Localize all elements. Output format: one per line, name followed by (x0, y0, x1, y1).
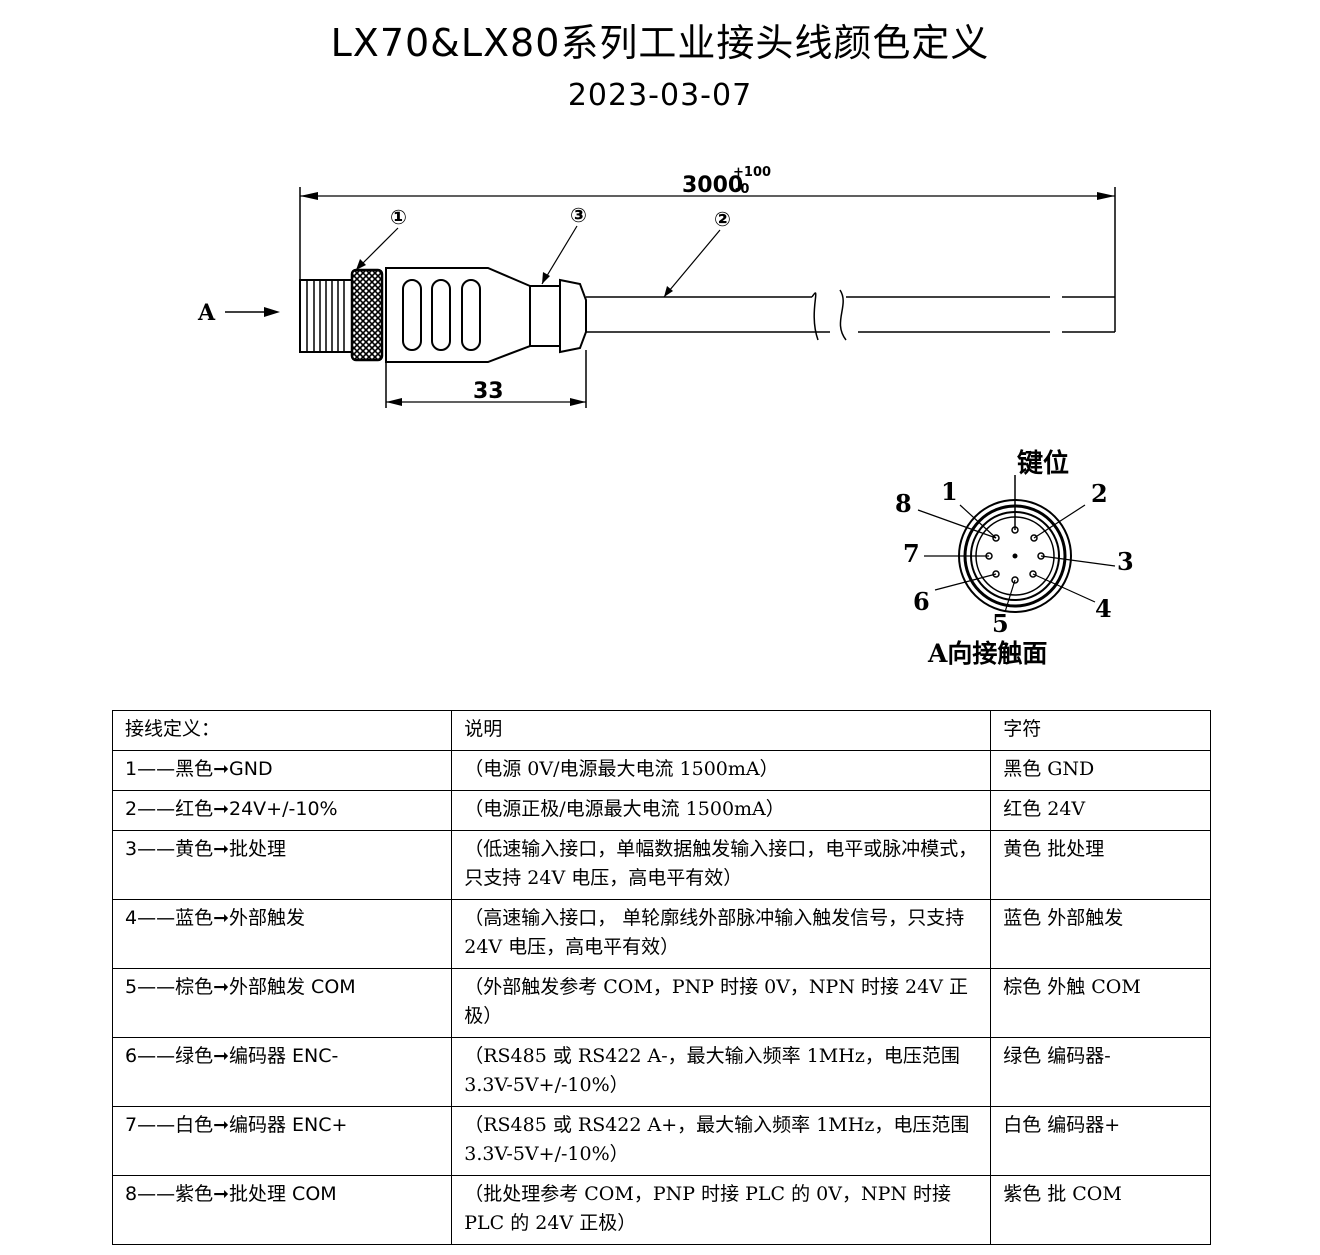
wire-character: 绿色 编码器- (990, 1037, 1211, 1107)
document-date: 2023-03-07 (567, 78, 753, 113)
pin-label-1: 1 (941, 477, 958, 506)
table-row: 1——黑色➞GND （电源 0V/电源最大电流 1500mA） 黑色 GND (111, 750, 1211, 791)
table-row: 4——蓝色➞外部触发 （高速输入接口， 单轮廓线外部脉冲输入触发信号，只支持 2… (111, 899, 1211, 969)
connector-grip-body (385, 267, 531, 363)
dim-arrow-left (300, 192, 318, 200)
pin-label-8: 8 (895, 489, 912, 518)
wire-description: （RS485 或 RS422 A+，最大输入频率 1MHz，电压范围 3.3V-… (451, 1106, 992, 1176)
wire-description: （批处理参考 COM，PNP 时接 PLC 的 0V，NPN 时接 PLC 的 … (451, 1175, 992, 1245)
length-label: 3000 (682, 173, 743, 198)
tolerance-plus: +100 (733, 165, 771, 180)
connector-knurled-nut (350, 268, 384, 362)
wire-definition: 6——绿色➞编码器 ENC- (111, 1037, 453, 1107)
wire-character: 黑色 GND (990, 750, 1211, 791)
view-arrow-label: A (197, 300, 216, 326)
header-description: 说明 (451, 710, 992, 751)
wire-definition: 7——白色➞编码器 ENC+ (111, 1106, 453, 1176)
table-header-row: 接线定义： 说明 字符 (111, 710, 1211, 751)
wire-description: （电源 0V/电源最大电流 1500mA） (451, 750, 992, 791)
table-row: 7——白色➞编码器 ENC+ （RS485 或 RS422 A+，最大输入频率 … (111, 1106, 1211, 1176)
wire-definition: 1——黑色➞GND (111, 750, 453, 791)
table-row: 3——黄色➞批处理 （低速输入接口，单幅数据触发输入接口，电平或脉冲模式，只支持… (111, 830, 1211, 900)
wire-description: （RS485 或 RS422 A-，最大输入频率 1MHz，电压范围 3.3V-… (451, 1037, 992, 1107)
wire-definition: 4——蓝色➞外部触发 (111, 899, 453, 969)
key-position-label: 键位 (1017, 448, 1069, 479)
connector-thread (299, 279, 353, 353)
wire-character: 红色 24V (990, 790, 1211, 831)
wire-definition: 3——黄色➞批处理 (111, 830, 453, 900)
wire-description: （高速输入接口， 单轮廓线外部脉冲输入触发信号，只支持 24V 电压，高电平有效… (451, 899, 992, 969)
cable-drawing: 3000 +100 -0 A ① (197, 165, 1134, 668)
wire-character: 蓝色 外部触发 (990, 899, 1211, 969)
table-row: 8——紫色➞批处理 COM （批处理参考 COM，PNP 时接 PLC 的 0V… (111, 1175, 1211, 1245)
table-row: 5——棕色➞外部触发 COM （外部触发参考 COM，PNP 时接 0V，NPN… (111, 968, 1211, 1038)
pin-label-2: 2 (1091, 479, 1108, 508)
wire-description: （电源正极/电源最大电流 1500mA） (451, 790, 992, 831)
table-row: 2——红色➞24V+/-10% （电源正极/电源最大电流 1500mA） 红色 … (111, 790, 1211, 831)
dim-33-label: 33 (473, 379, 504, 404)
pin-label-4: 4 (1095, 594, 1112, 623)
wire-description: （低速输入接口，单幅数据触发输入接口，电平或脉冲模式，只支持 24V 电压，高电… (451, 830, 992, 900)
callout-2-label: ② (714, 207, 731, 231)
header-definition: 接线定义： (111, 710, 453, 751)
pin-label-3: 3 (1117, 547, 1134, 576)
tolerance-minus: -0 (735, 182, 749, 197)
callout-2-leader (663, 229, 721, 298)
wire-definition: 8——紫色➞批处理 COM (111, 1175, 453, 1245)
table-row: 6——绿色➞编码器 ENC- （RS485 或 RS422 A-，最大输入频率 … (111, 1037, 1211, 1107)
pinout-diagram (917, 475, 1116, 613)
wire-character: 棕色 外触 COM (990, 968, 1211, 1038)
pin-label-7: 7 (903, 539, 920, 568)
page-title: LX70&LX80系列工业接头线颜色定义 (330, 21, 990, 65)
cable (586, 289, 1116, 341)
wire-definition: 2——红色➞24V+/-10% (111, 790, 453, 831)
dim-arrow-right (1097, 192, 1115, 200)
header-character: 字符 (990, 710, 1211, 751)
callout-3-leader (541, 225, 578, 285)
connector-strain-relief (529, 278, 587, 354)
wire-definition: 5——棕色➞外部触发 COM (111, 968, 453, 1038)
view-arrow-head (264, 307, 280, 317)
pin-label-5: 5 (992, 609, 1009, 638)
wire-character: 白色 编码器+ (990, 1106, 1211, 1176)
callout-1-label: ① (390, 205, 407, 229)
callout-3-label: ③ (570, 203, 587, 227)
wire-description: （外部触发参考 COM，PNP 时接 0V，NPN 时接 24V 正极） (451, 968, 992, 1038)
wire-character: 黄色 批处理 (990, 830, 1211, 900)
contact-face-label: A向接触面 (927, 639, 1047, 668)
wire-character: 紫色 批 COM (990, 1175, 1211, 1245)
wiring-definition-table: 接线定义： 说明 字符 1——黑色➞GND （电源 0V/电源最大电流 1500… (111, 710, 1211, 1245)
pin-label-6: 6 (913, 587, 930, 616)
